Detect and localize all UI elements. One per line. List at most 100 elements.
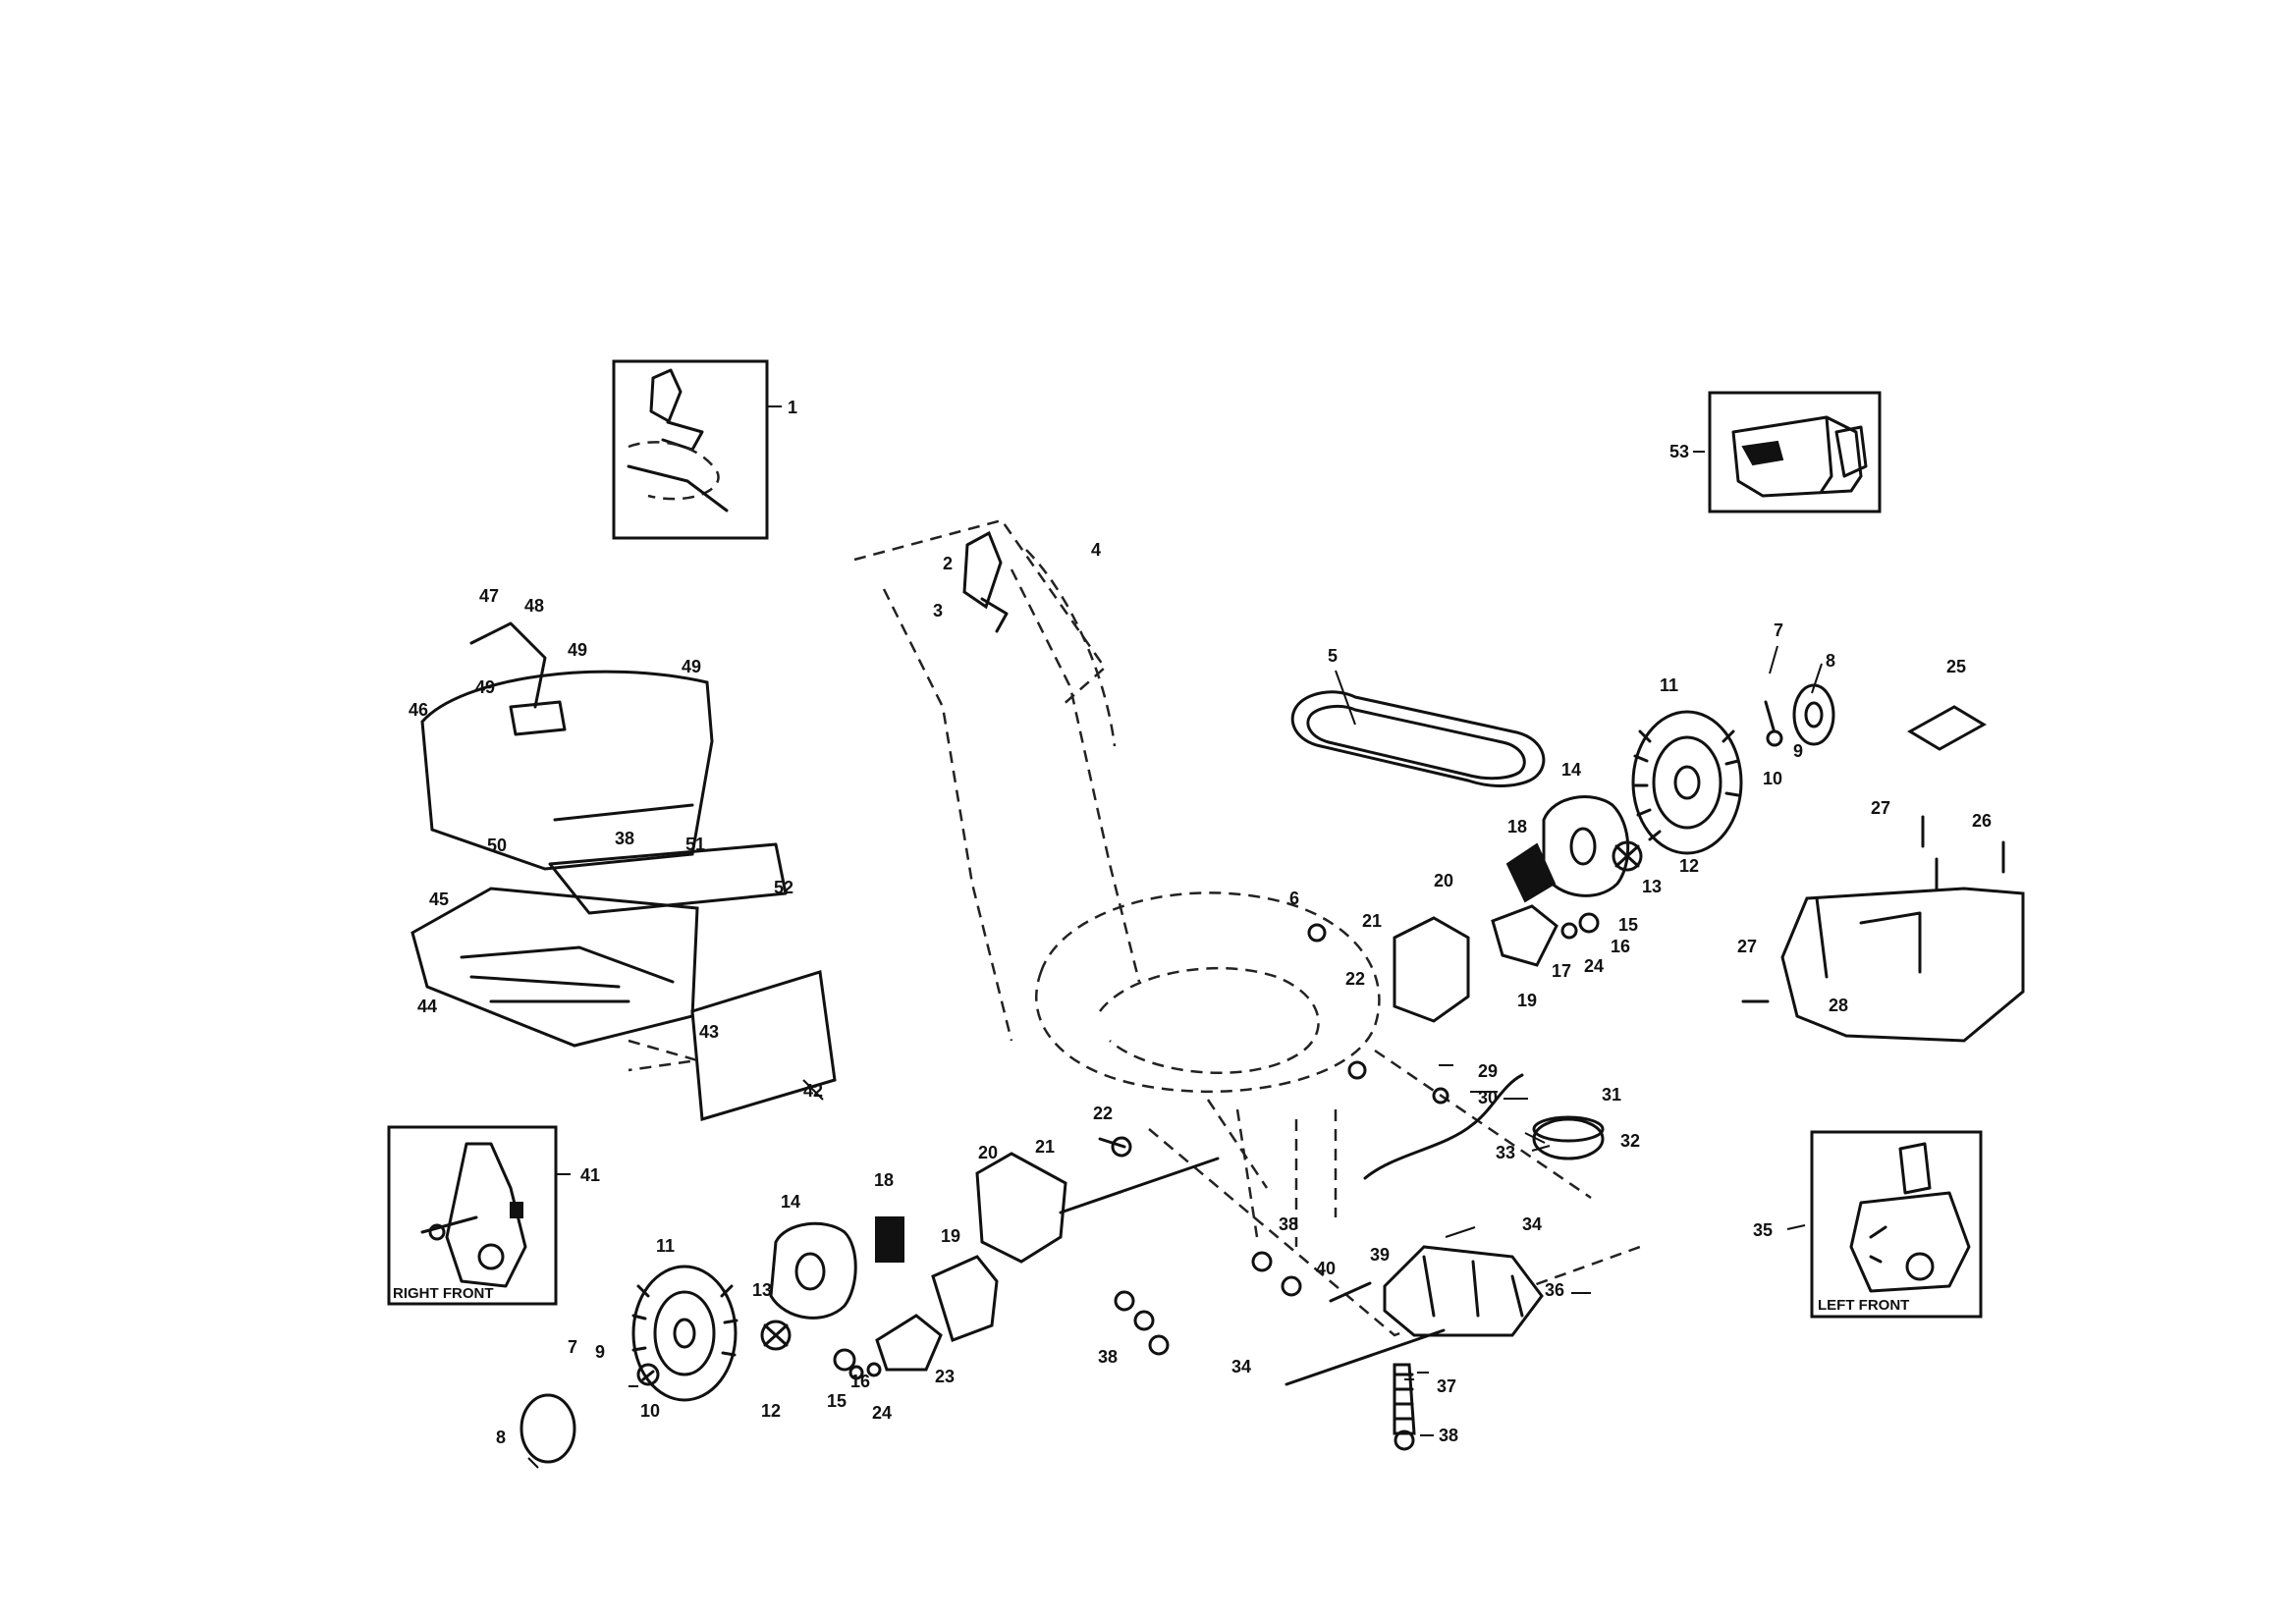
callout-26: 26 [1972,811,1992,831]
callout-38d: 38 [615,829,634,848]
callout-34b: 34 [1231,1357,1251,1376]
callout-49b: 49 [475,677,495,697]
callout-38c: 38 [1098,1347,1118,1367]
callout-38a: 38 [1439,1426,1458,1445]
callout-1: 1 [788,398,797,417]
bracket-right [1491,904,1558,967]
callout-28: 28 [1829,996,1848,1015]
inset-part-53 [1708,391,1882,513]
leader-lines [527,405,1823,1469]
callout-13b: 13 [752,1280,772,1300]
callout-8: 8 [1826,651,1835,671]
callout-23: 23 [935,1367,955,1386]
callout-19b: 19 [941,1226,960,1246]
pad-right [1505,842,1557,903]
callout-49c: 49 [682,657,701,676]
callout-5: 5 [1328,646,1338,666]
callout-30: 30 [1478,1088,1498,1107]
callout-37: 37 [1437,1376,1456,1396]
callout-31: 31 [1602,1085,1621,1105]
callout-40: 40 [1316,1259,1336,1278]
callout-44: 44 [417,997,437,1016]
callout-48: 48 [524,596,544,616]
callout-21: 21 [1362,911,1382,931]
callout-50: 50 [487,836,507,855]
inset-caption-left-front: LEFT FRONT [1818,1297,1909,1314]
grass-bag-assembly [410,621,837,1121]
callout-32: 32 [1620,1131,1640,1151]
callout-20b: 20 [978,1143,998,1162]
callout-43: 43 [699,1022,719,1042]
gear-cover-left [769,1221,857,1320]
pinion-right [1612,840,1643,872]
callout-19: 19 [1517,991,1537,1010]
callout-25: 25 [1946,657,1966,676]
callout-52: 52 [774,878,793,897]
axle-left [1059,1157,1220,1214]
callout-27b: 27 [1737,937,1757,956]
callout-18: 18 [1507,817,1527,836]
callout-7: 7 [1774,620,1783,640]
rear-wheel-right [1631,710,1743,855]
callout-7b: 7 [568,1337,577,1357]
callout-numbers: 1 2 3 4 5 6 7 8 9 10 11 12 13 14 15 16 1… [409,398,1992,1447]
callout-8b: 8 [496,1428,506,1447]
engine-cover [1532,1115,1605,1160]
callout-11: 11 [1660,675,1678,695]
pinion-left [760,1320,792,1351]
label-25 [1907,705,1987,751]
callout-46: 46 [409,700,428,720]
mower-deck [1035,891,1641,1337]
callout-13: 13 [1642,877,1662,896]
gear-cover-right [1542,795,1630,897]
callout-21b: 21 [1035,1137,1055,1157]
callout-15b: 15 [827,1391,847,1411]
rear-shroud [1780,887,2025,1043]
callout-17: 17 [1552,961,1571,981]
drive-belt [1290,690,1546,787]
callout-49a: 49 [568,640,587,660]
callout-15: 15 [1618,915,1638,935]
callout-53: 53 [1669,442,1689,461]
bolts-nuts [636,700,2005,1386]
callout-9b: 9 [595,1342,605,1362]
callout-38b: 38 [1279,1214,1298,1234]
callout-33: 33 [1496,1143,1515,1162]
height-adjuster-right [1393,916,1470,1023]
callout-35: 35 [1753,1220,1773,1240]
inset-part-1 [612,359,769,540]
callout-12b: 12 [761,1401,781,1421]
inset-right-front: RIGHT FRONT [387,1125,558,1306]
hubcap-left [519,1393,576,1464]
callout-3: 3 [933,601,943,620]
plate-19-left [931,1255,999,1342]
callout-11b: 11 [656,1236,675,1256]
callout-34a: 34 [1522,1214,1542,1234]
callout-10b: 10 [640,1401,660,1421]
callout-16: 16 [1611,937,1630,956]
callout-22: 22 [1345,969,1365,989]
callout-45: 45 [429,890,449,909]
callout-10: 10 [1763,769,1782,788]
bracket-left [875,1314,943,1372]
callout-51: 51 [685,835,705,854]
callout-42: 42 [803,1081,823,1101]
callout-14b: 14 [781,1192,800,1212]
callout-29: 29 [1478,1061,1498,1081]
callout-4: 4 [1091,540,1101,560]
callout-14: 14 [1561,760,1581,780]
callout-24a: 24 [1584,956,1604,976]
callout-16b: 16 [850,1372,870,1391]
callout-9: 9 [1793,741,1803,761]
transmission [1285,1245,1544,1451]
callout-18b: 18 [874,1170,894,1190]
callout-27a: 27 [1871,798,1890,818]
callout-36: 36 [1545,1280,1564,1300]
callout-24b: 24 [872,1403,892,1423]
callout-6: 6 [1289,889,1299,908]
front-wheel-left [631,1265,738,1402]
callout-41: 41 [580,1165,600,1185]
hubcap-right [1792,683,1835,746]
callout-20: 20 [1434,871,1453,890]
